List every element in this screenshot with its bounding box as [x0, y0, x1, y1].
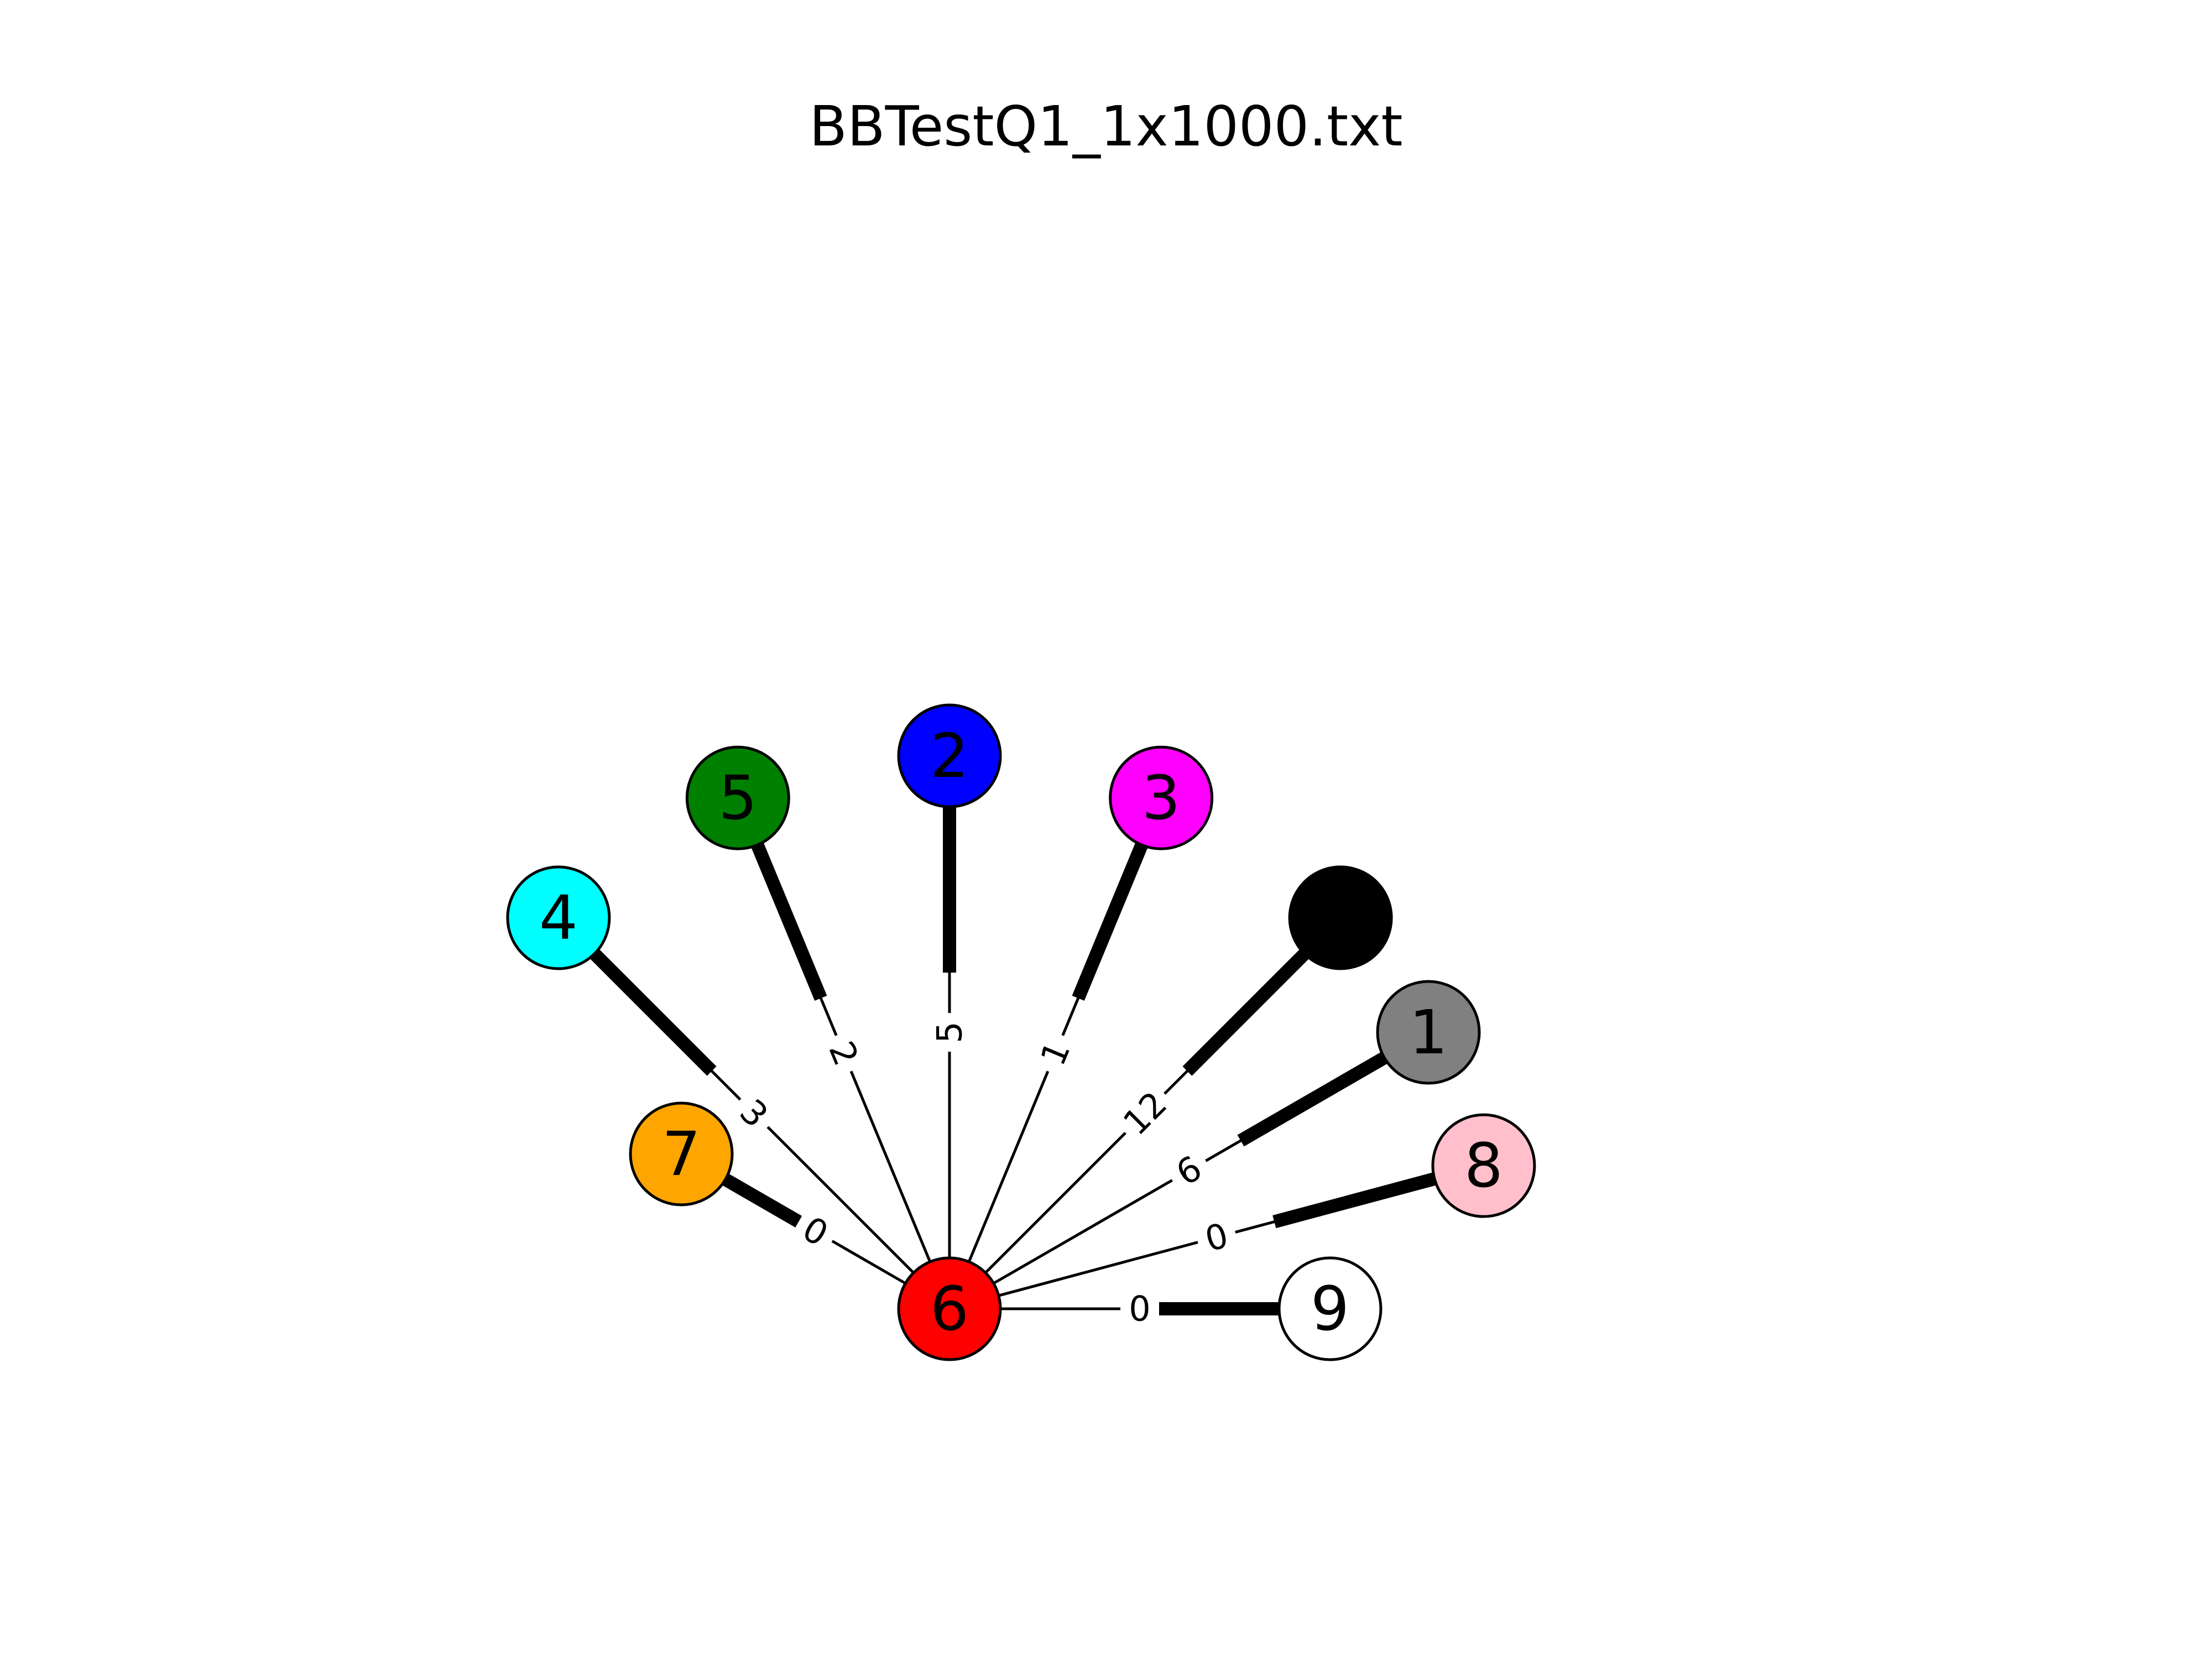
edge-label-bg — [1028, 1027, 1082, 1079]
node-9: 9 — [1277, 1256, 1383, 1361]
node-unlabeled — [1288, 865, 1393, 970]
node-circle — [897, 703, 1002, 808]
edge-label-bg — [1120, 1288, 1159, 1330]
edge-label: 0 — [1129, 1289, 1150, 1329]
edge-label-bg — [817, 1027, 871, 1079]
node-label: 8 — [1464, 1130, 1503, 1201]
edge-label-group: 1 — [1028, 1027, 1082, 1079]
node-circle — [1277, 1256, 1383, 1361]
node-circle — [506, 865, 611, 970]
node-label: 1 — [1409, 997, 1448, 1068]
node-circle — [1109, 745, 1214, 850]
edge-label-group: 0 — [1192, 1211, 1241, 1263]
edge-label-bg — [1110, 1079, 1180, 1148]
node-3: 3 — [1109, 745, 1214, 850]
node-8: 8 — [1431, 1113, 1536, 1218]
edge-label-group: 0 — [788, 1203, 843, 1260]
node-circle — [1431, 1113, 1536, 1218]
edge-head-0 — [1182, 949, 1310, 1076]
node-label: 5 — [718, 762, 757, 833]
edge-label-bg — [1161, 1142, 1217, 1199]
edge-head-3 — [1072, 842, 1148, 1001]
node-4: 4 — [506, 865, 611, 970]
edge-head-1 — [1237, 1052, 1388, 1147]
node-1: 1 — [1376, 980, 1481, 1085]
edge-label-group: 6 — [1161, 1142, 1217, 1199]
node-circle — [1288, 865, 1393, 970]
diagram-title: BBTestQ1_1x1000.txt — [809, 94, 1403, 159]
node-5: 5 — [685, 745, 790, 850]
node-7: 7 — [629, 1101, 734, 1206]
edge-head-4 — [589, 949, 717, 1076]
node-label: 9 — [1311, 1273, 1349, 1344]
edge-label-bg — [788, 1203, 843, 1260]
node-label: 6 — [930, 1273, 969, 1344]
edge-head-5 — [751, 842, 827, 1001]
node-label: 7 — [662, 1119, 701, 1189]
edge-label-bg — [725, 1084, 783, 1142]
edge-label: 5 — [930, 1021, 970, 1043]
edge-head-8 — [1272, 1172, 1437, 1229]
node-label: 4 — [539, 882, 578, 953]
node-label: 2 — [930, 720, 969, 791]
node-6: 6 — [897, 1256, 1002, 1361]
edge-label-group: 0 — [1120, 1288, 1159, 1330]
node-label: 3 — [1142, 762, 1181, 833]
node-circle — [629, 1101, 734, 1206]
edge-label-group: 2 — [817, 1027, 871, 1079]
edge-label-group: 5 — [928, 1013, 971, 1052]
edge-label-bg — [928, 1013, 971, 1052]
node-circle — [897, 1256, 1002, 1361]
node-2: 2 — [897, 703, 1002, 808]
node-circle — [1376, 980, 1481, 1085]
node-circle — [685, 745, 790, 850]
edge-label-bg — [1192, 1211, 1241, 1263]
